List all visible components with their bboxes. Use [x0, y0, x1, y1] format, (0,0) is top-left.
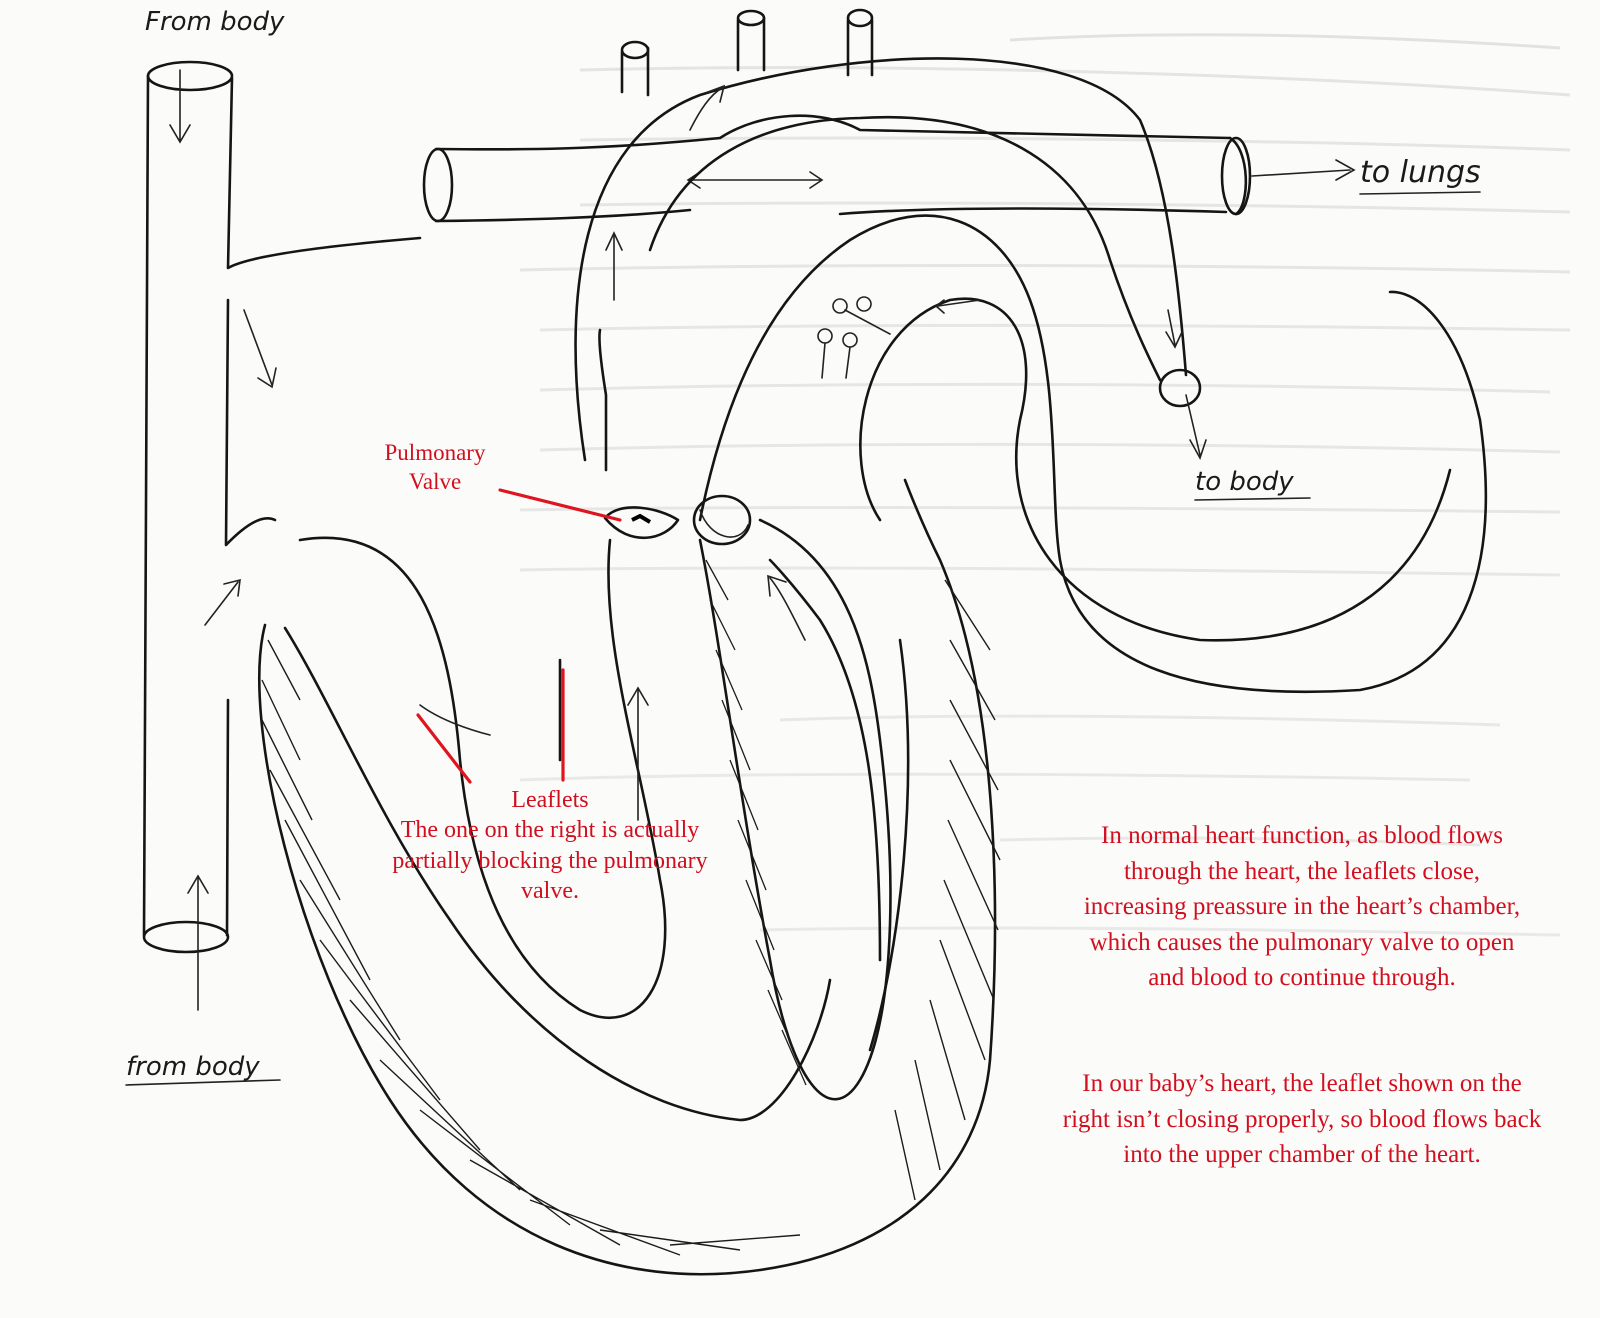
- vein-arrows-icon: [821, 299, 981, 379]
- aortic-valve: [692, 494, 752, 546]
- leaflet-left-pointer: [416, 713, 472, 784]
- muscle-hatching: [261, 579, 1001, 1256]
- left-atrium: [698, 214, 1488, 694]
- pulmonary-artery: [422, 114, 1356, 223]
- arrow-down-icon: [169, 69, 191, 144]
- heart-ventricles: [258, 328, 1001, 1276]
- pulmonary-valve: [603, 506, 680, 540]
- septum-hatching: [705, 559, 807, 1086]
- arrow-up-icon: [187, 874, 209, 1011]
- to-body-label: to body: [1195, 467, 1294, 497]
- leaflets-title: Leaflets: [511, 787, 589, 813]
- from-body-bottom-label: from body: [126, 1052, 260, 1082]
- arrow-up-icon: [605, 231, 623, 301]
- leaflets-body: The one on the right is actually partial…: [392, 817, 708, 905]
- pulmonary-valve-note: Pulmonary Valve: [355, 438, 515, 496]
- arrow-up-right-icon: [204, 578, 241, 626]
- arrow-up-left-icon: [767, 574, 806, 641]
- leaflets-note: Leaflets The one on the right is actuall…: [350, 785, 750, 907]
- to-lungs-label: to lungs: [1360, 155, 1481, 190]
- pulmonary-valve-note-line1: Pulmonary: [384, 440, 486, 465]
- aorta: [574, 8, 1207, 462]
- double-arrow-icon: [686, 171, 824, 189]
- arrow-right-icon: [1251, 159, 1356, 181]
- pulmonary-valve-pointer: [498, 488, 622, 522]
- normal-function-note: In normal heart function, as blood flows…: [1083, 822, 1521, 991]
- leaflet-left: [419, 704, 491, 736]
- our-baby-note: In our baby’s heart, the leaflet shown o…: [1062, 1070, 1542, 1168]
- vena-cava: [142, 60, 422, 1011]
- pulmonary-valve-note-line2: Valve: [408, 469, 462, 495]
- arrow-up-icon: [627, 686, 649, 821]
- arrow-down-icon: [1165, 309, 1183, 349]
- arrow-down-right-icon: [243, 309, 277, 389]
- arrow-down-icon: [1185, 394, 1207, 460]
- arrow-up-right-icon: [689, 84, 726, 131]
- from-body-top-label: From body: [145, 7, 285, 37]
